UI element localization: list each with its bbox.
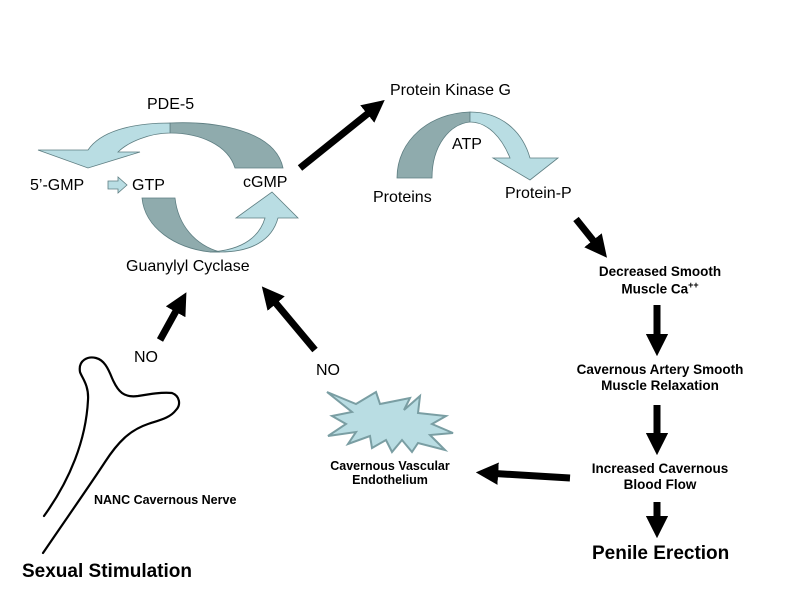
endothelium-line1: Cavernous Vascular	[330, 459, 450, 473]
pkg-arrow-light-half	[469, 111, 560, 181]
arrow-proteinp-to-ca	[573, 216, 607, 258]
no-label-nerve: NO	[134, 349, 158, 366]
guanylyl-cyclase-curved-arrow	[141, 191, 299, 253]
atp-label: ATP	[452, 136, 482, 153]
cascade-step-1-line2-text: Muscle Ca	[621, 281, 689, 297]
arrow-cgmp-to-pkg	[297, 99, 385, 171]
gmp-to-gtp-arrow	[107, 176, 128, 194]
arrow-endothelium-no-to-gc	[261, 286, 318, 353]
endothelium-label: Cavernous Vascular Endothelium	[300, 459, 480, 488]
cascade-step-1-line1: Decreased Smooth	[598, 264, 722, 279]
protein-p-label: Protein-P	[505, 185, 572, 202]
cgmp-label: cGMP	[243, 174, 288, 191]
gc-arrow-dark-half	[141, 197, 221, 253]
proteins-label: Proteins	[373, 189, 432, 206]
cascade-step-3-line1: Increased Cavernous	[591, 461, 729, 476]
pde5-curved-arrow	[37, 122, 284, 169]
cascade-step-3-line2: Blood Flow	[623, 476, 697, 492]
pde5-arrow-light-half	[37, 122, 171, 169]
nanc-nerve-label: NANC Cavernous Nerve	[94, 493, 237, 507]
no-label-endothelium: NO	[316, 362, 340, 379]
cascade-step-blood-flow: Increased Cavernous Blood Flow	[560, 461, 760, 492]
pkg-curved-arrow	[396, 111, 560, 181]
gc-arrow-light-half	[209, 191, 299, 253]
penile-erection-label: Penile Erection	[592, 543, 730, 564]
pde5-arrow-dark-half	[169, 122, 284, 169]
endothelium-line2: Endothelium	[352, 473, 428, 488]
nanc-nerve-shape	[41, 356, 181, 555]
calcium-charge-sup: ++	[688, 279, 699, 290]
guanylyl-cyclase-label: Guanylyl Cyclase	[126, 258, 250, 275]
arrow-bloodflow-to-endothelium	[475, 462, 571, 485]
cascade-step-1-line2: Muscle Ca++	[565, 280, 755, 297]
cascade-step-decreased-ca: Decreased Smooth Muscle Ca++	[565, 264, 755, 297]
cascade-step-2-line2: Muscle Relaxation	[601, 377, 719, 393]
cascade-step-2-line1: Cavernous Artery Smooth	[576, 362, 744, 377]
pde5-label: PDE-5	[147, 96, 195, 113]
cascade-step-relaxation: Cavernous Artery Smooth Muscle Relaxatio…	[540, 362, 780, 393]
protein-kinase-g-label: Protein Kinase G	[390, 82, 511, 99]
arrow-nerve-no-to-gc	[156, 292, 187, 342]
gmp5-label: 5’-GMP	[30, 177, 85, 194]
endothelium-starburst	[326, 390, 454, 454]
gtp-label: GTP	[132, 177, 165, 194]
sexual-stimulation-label: Sexual Stimulation	[22, 561, 192, 582]
